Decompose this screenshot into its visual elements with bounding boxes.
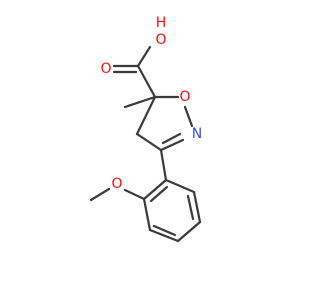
atom-labels: H O O O N O [100,15,202,192]
bond-o1-n2 [183,105,194,128]
molecule-structure: H O O O N O [89,15,202,243]
bond-ph1-ph2 [164,178,196,194]
bond-ometh-ch3 [89,187,111,202]
ring-n-label: N [192,126,202,142]
bond-ph4-ph5 [148,228,180,243]
ring-o-label: O [179,89,190,105]
bond-ph3-ph4 [176,220,202,243]
bond-c5-cacid [136,64,157,99]
bond-c5-methyl [123,95,157,109]
bond-n2-c3-double [161,132,182,145]
carbonyl-o-label: O [100,61,111,77]
bond-ph2-ph3 [192,190,202,224]
bond-ph6-ph1-inner [149,185,169,203]
bond-ph6-ometh [123,188,146,201]
methoxy-o-label: O [111,176,122,192]
hydroxyl-o-label: O [155,32,166,48]
bond-cacid-oh [136,45,152,68]
bond-ph5-ph6 [142,197,152,232]
bond-c3-phenyl [159,148,168,182]
bonds [89,45,202,243]
bond-c3-c4 [135,132,163,152]
bond-ph6-ph1 [142,178,168,201]
bond-ph2-ph3-inner [186,194,195,221]
hydroxyl-h-label: H [156,15,167,31]
bond-n2-c3 [159,138,185,152]
bond-ph4-ph5-inner [152,224,177,237]
bond-c4-c5 [135,95,157,136]
